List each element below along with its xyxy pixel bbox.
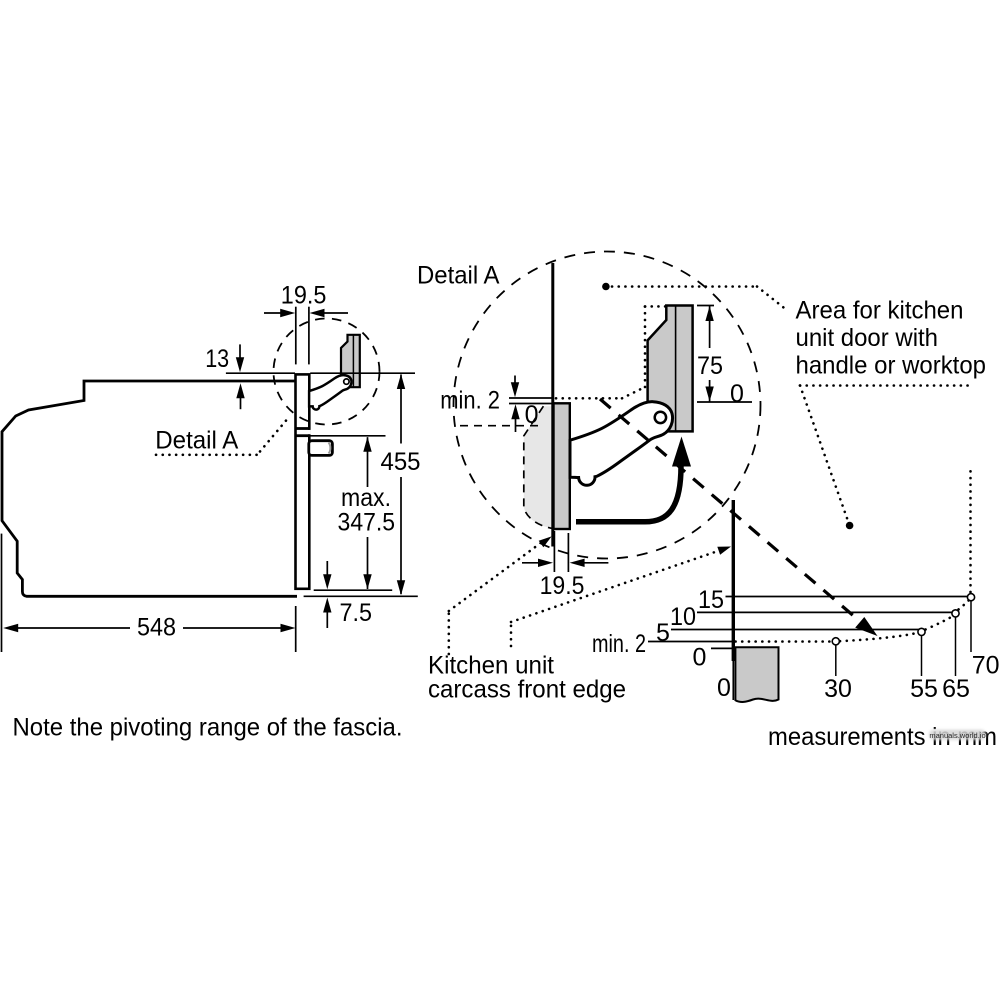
svg-text:handle or worktop: handle or worktop <box>796 352 987 380</box>
svg-text:75: 75 <box>697 352 723 380</box>
svg-text:7.5: 7.5 <box>340 599 373 627</box>
svg-text:347.5: 347.5 <box>338 509 396 537</box>
svg-text:Area for kitchen: Area for kitchen <box>796 297 964 325</box>
svg-text:Detail A: Detail A <box>417 262 500 290</box>
svg-text:0: 0 <box>717 674 731 702</box>
svg-text:70: 70 <box>972 652 1000 680</box>
svg-text:min. 2: min. 2 <box>592 630 646 658</box>
svg-text:5: 5 <box>656 619 670 647</box>
svg-text:Detail A: Detail A <box>155 427 238 455</box>
svg-text:10: 10 <box>670 603 696 631</box>
svg-text:unit door with: unit door with <box>796 324 939 352</box>
svg-text:0: 0 <box>693 644 707 672</box>
svg-text:548: 548 <box>137 614 176 642</box>
svg-text:min. 2: min. 2 <box>440 386 500 414</box>
svg-text:55: 55 <box>910 675 938 703</box>
svg-text:30: 30 <box>824 675 852 703</box>
svg-text:19.5: 19.5 <box>540 572 585 600</box>
svg-text:max.: max. <box>341 484 391 512</box>
svg-text:Note the pivoting range of the: Note the pivoting range of the fascia. <box>13 714 403 742</box>
svg-text:0: 0 <box>525 401 539 429</box>
svg-text:455: 455 <box>381 448 421 476</box>
svg-text:Kitchen unit: Kitchen unit <box>428 652 554 680</box>
svg-text:15: 15 <box>698 586 724 614</box>
svg-text:65: 65 <box>942 675 970 703</box>
svg-text:manuals.world.io: manuals.world.io <box>929 731 985 740</box>
svg-text:13: 13 <box>205 345 229 373</box>
svg-text:carcass front edge: carcass front edge <box>428 676 626 704</box>
svg-text:0: 0 <box>730 380 744 408</box>
svg-text:19.5: 19.5 <box>281 282 327 310</box>
